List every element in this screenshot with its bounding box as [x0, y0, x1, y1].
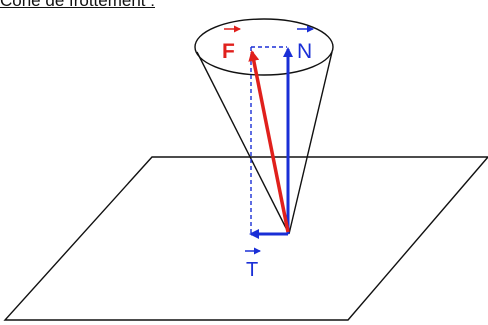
cone-left-generatrix: [196, 51, 290, 235]
cone-top-ellipse: [194, 18, 334, 76]
cone-right-generatrix: [288, 51, 333, 235]
normal-force-label: N: [297, 40, 312, 63]
friction-force-label: F: [222, 40, 235, 63]
friction-force-arrow: [248, 50, 290, 233]
tangential-force-label: T: [246, 259, 258, 281]
page-title: Cône de frottement :: [0, 0, 155, 10]
contact-plane: [3, 156, 488, 321]
